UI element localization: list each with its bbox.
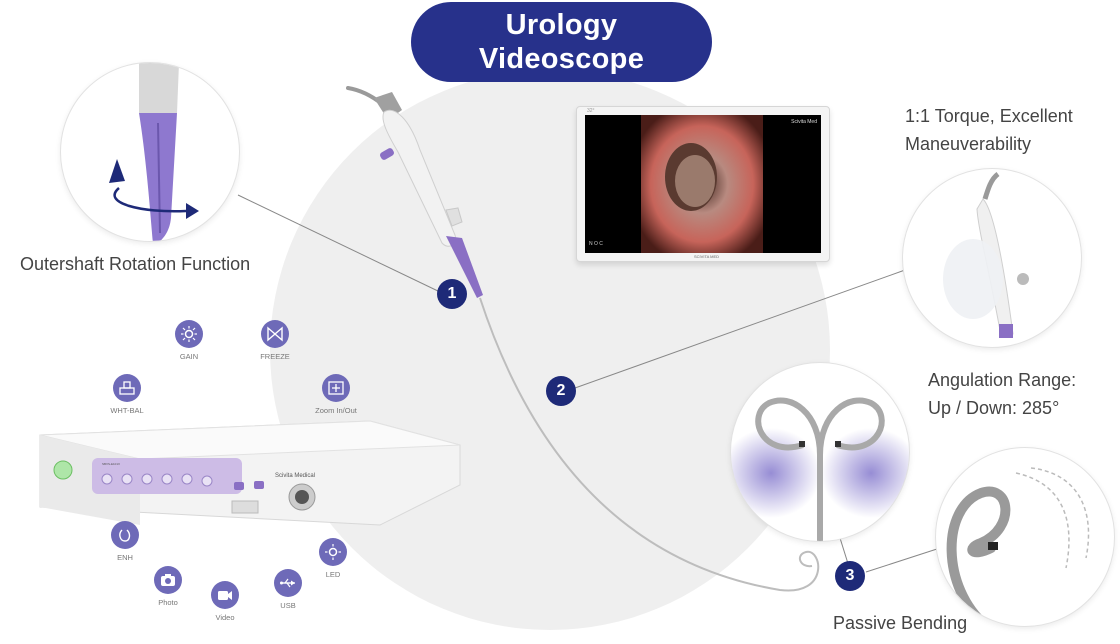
passive-bending-zoom bbox=[935, 447, 1115, 627]
usb-button[interactable] bbox=[274, 569, 302, 597]
angulation-illustration bbox=[731, 397, 909, 541]
white-balance-label: WHT-BAL bbox=[110, 406, 144, 415]
monitor-corner-label: 32° bbox=[587, 108, 595, 114]
enh-label: ENH bbox=[117, 553, 133, 562]
zoom-label: Zoom In/Out bbox=[315, 406, 357, 415]
processor-brand: Scivita Medical bbox=[275, 473, 315, 479]
freeze-button[interactable] bbox=[261, 320, 289, 348]
angulation-zoom bbox=[730, 362, 910, 542]
led-button[interactable] bbox=[319, 538, 347, 566]
freeze-label: FREEZE bbox=[260, 352, 290, 361]
marker-3: 3 bbox=[835, 561, 865, 591]
white-balance-button[interactable] bbox=[113, 374, 141, 402]
gain-label: GAIN bbox=[179, 352, 199, 361]
title-line-2: Videoscope bbox=[478, 43, 645, 75]
title-line-1: Urology bbox=[505, 9, 618, 41]
monitor-bottom-left-text: N O C bbox=[589, 241, 603, 247]
video-button[interactable] bbox=[211, 581, 239, 609]
passive-bending-label: Passive Bending bbox=[833, 613, 968, 633]
torque-zoom bbox=[902, 168, 1082, 348]
outershaft-label: Outershaft Rotation Function bbox=[20, 254, 251, 274]
title-badge: Urology Videoscope bbox=[411, 2, 712, 82]
endoscopic-image bbox=[585, 115, 821, 253]
photo-button[interactable] bbox=[154, 566, 182, 594]
enh-button[interactable] bbox=[111, 521, 139, 549]
angulation-label-line-1: Angulation Range: bbox=[928, 370, 1077, 390]
processor-model: SBVS-E101X bbox=[102, 462, 120, 466]
usb-icon bbox=[280, 578, 295, 588]
video-icon bbox=[218, 591, 232, 600]
video-label: Video bbox=[215, 613, 235, 622]
monitor-brand: Scivita Med bbox=[791, 119, 817, 125]
angulation-label-line-2: Up / Down: 285° bbox=[928, 398, 1060, 418]
photo-label: Photo bbox=[158, 598, 178, 607]
leader-line-2 bbox=[574, 269, 906, 389]
gain-button[interactable] bbox=[175, 320, 203, 348]
monitor-bottom-text: SCIVITA MED bbox=[694, 254, 720, 259]
led-label: LED bbox=[325, 570, 341, 579]
passive-bending-illustration bbox=[946, 467, 1090, 626]
led-icon bbox=[325, 544, 341, 560]
marker-2: 2 bbox=[546, 376, 576, 406]
torque-label-line-1: 1:1 Torque, Excellent bbox=[905, 106, 1073, 126]
processor-unit: Scivita Medical SBVS-E101X bbox=[39, 420, 461, 526]
outershaft-zoom bbox=[60, 62, 240, 242]
sun-icon bbox=[181, 326, 197, 342]
zoom-icon bbox=[328, 381, 344, 395]
marker-1: 1 bbox=[437, 279, 467, 309]
display-monitor: 32° Scivita Med N O C SCIVITA MED bbox=[576, 106, 830, 262]
white-balance-icon bbox=[119, 381, 135, 395]
leader-line-1 bbox=[237, 194, 441, 293]
torque-illustration bbox=[943, 171, 1029, 338]
zoom-button[interactable] bbox=[322, 374, 350, 402]
leader-line-3b bbox=[865, 547, 941, 573]
torque-label-line-2: Maneuverability bbox=[905, 134, 1032, 154]
outershaft-illustration bbox=[109, 63, 199, 241]
freeze-icon bbox=[267, 326, 283, 342]
camera-icon bbox=[161, 574, 175, 586]
enh-icon bbox=[119, 529, 131, 542]
usb-label: USB bbox=[280, 601, 296, 610]
